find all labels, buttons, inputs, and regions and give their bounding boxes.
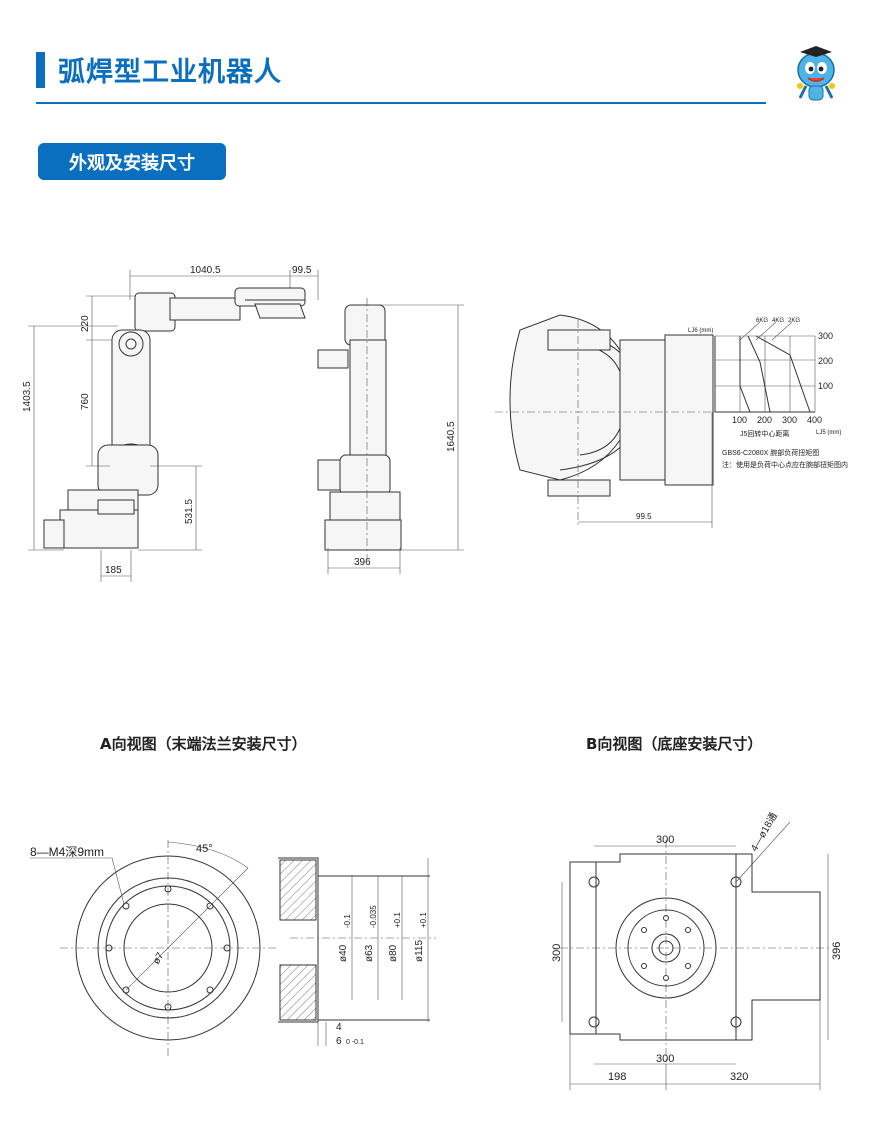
front-view-drawing: 1640.5 396	[317, 298, 464, 574]
page-title: 弧焊型工业机器人	[58, 57, 282, 88]
dia-63-tol: -0.035	[369, 905, 378, 928]
dim-396: 396	[354, 557, 371, 568]
load-chart-caption: GBS6-C2080X 腕部负荷扭矩图	[722, 448, 819, 457]
side-view-drawing: 1040.5 99.5 1403.5 220 760	[22, 265, 319, 582]
curve-2kg-label: 2KG	[788, 318, 800, 324]
dia-63-label: ø63	[364, 944, 375, 962]
dim-760: 760	[80, 393, 91, 410]
wrist-dim-99-5: 99.5	[636, 512, 652, 521]
dia-115-label: ø115	[414, 940, 425, 962]
dim-1403-5: 1403.5	[22, 381, 33, 412]
angle-45-label: 45°	[196, 843, 213, 855]
center-dia-label: ø7	[151, 951, 167, 967]
section-badge: 外观及安装尺寸	[38, 143, 226, 180]
header-divider	[36, 102, 766, 104]
x-tick-400: 400	[807, 415, 822, 425]
dia-80-tol: +0.1	[393, 912, 402, 928]
b-bottom-320: 320	[730, 1071, 748, 1083]
mascot-logo-icon	[797, 46, 835, 101]
x-axis-label: J5回转中心距离	[740, 429, 789, 438]
dim-185: 185	[105, 565, 122, 576]
depth-6-label: 6	[336, 1036, 342, 1047]
dim-1640-5: 1640.5	[446, 421, 457, 452]
y-tick-100: 100	[818, 381, 833, 391]
wrist-load-diagram: 6KG 4KG 2KG LJ6 (mm) 300 200 100 100 200…	[495, 314, 848, 528]
x-tick-200: 200	[757, 415, 772, 425]
b-bottom-198: 198	[608, 1071, 626, 1083]
dia-40-label: ø40	[338, 944, 349, 962]
x-tick-300: 300	[782, 415, 797, 425]
x-unit-label: LJ5 (mm)	[816, 430, 841, 436]
view-a-caption: A向视图（末端法兰安装尺寸）	[100, 735, 307, 753]
load-chart-note: 注：使用是负荷中心点应在腕部扭矩图内	[722, 460, 848, 469]
depth-6-tol: 0 -0.1	[346, 1039, 364, 1046]
view-a-flange-drawing: 8—M4深9mm 45° ø7 ø40 -0.1 ø63 -0.035 ø80 …	[30, 840, 436, 1056]
dim-220: 220	[80, 315, 91, 332]
b-left-300: 300	[551, 944, 563, 962]
dia-115-tol: +0.1	[419, 912, 428, 928]
dim-99-5: 99.5	[292, 265, 312, 276]
title-accent-bar	[36, 52, 45, 88]
view-b-base-drawing: 300 4—ø18通 300 396 300 198 320	[551, 810, 843, 1090]
curve-6kg-label: 6KG	[756, 318, 768, 324]
hole-spec-label: 8—M4深9mm	[30, 845, 104, 859]
b-top-300: 300	[656, 834, 674, 846]
dia-80-label: ø80	[388, 944, 399, 962]
curve-4kg-label: 4KG	[772, 318, 784, 324]
depth-4-label: 4	[336, 1022, 342, 1033]
y-tick-200: 200	[818, 356, 833, 366]
dim-1040-5: 1040.5	[190, 265, 221, 276]
dia-40-tol: -0.1	[343, 914, 352, 928]
dim-531-5: 531.5	[184, 499, 195, 524]
lj6-axis-label: LJ6 (mm)	[688, 328, 713, 334]
x-tick-100: 100	[732, 415, 747, 425]
b-bottom-300: 300	[656, 1053, 674, 1065]
view-b-caption: B向视图（底座安装尺寸）	[586, 735, 763, 753]
b-hole-label: 4—ø18通	[748, 810, 780, 853]
b-right-396: 396	[831, 942, 843, 960]
y-tick-300: 300	[818, 331, 833, 341]
